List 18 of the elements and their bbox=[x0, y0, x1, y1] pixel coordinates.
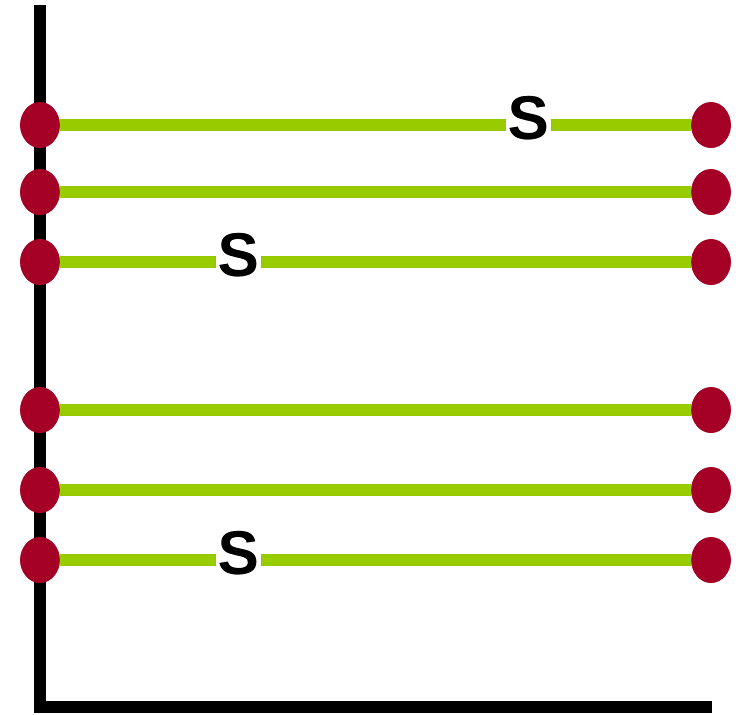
connector-line bbox=[60, 119, 691, 131]
endpoint-dot bbox=[691, 467, 731, 513]
endpoint-dot bbox=[20, 537, 60, 583]
connector-line bbox=[60, 186, 691, 198]
endpoint-dot bbox=[20, 467, 60, 513]
endpoint-dot bbox=[691, 387, 731, 433]
connector-line bbox=[60, 404, 691, 416]
endpoint-dot bbox=[20, 102, 60, 148]
endpoint-dot bbox=[691, 169, 731, 215]
connector-line bbox=[60, 554, 691, 566]
endpoint-dot bbox=[20, 239, 60, 285]
endpoint-dot bbox=[691, 239, 731, 285]
endpoint-dot bbox=[691, 102, 731, 148]
connector-line bbox=[60, 484, 691, 496]
connector-line bbox=[60, 256, 691, 268]
endpoint-dot bbox=[20, 169, 60, 215]
endpoint-dot bbox=[691, 537, 731, 583]
endpoint-dot bbox=[20, 387, 60, 433]
